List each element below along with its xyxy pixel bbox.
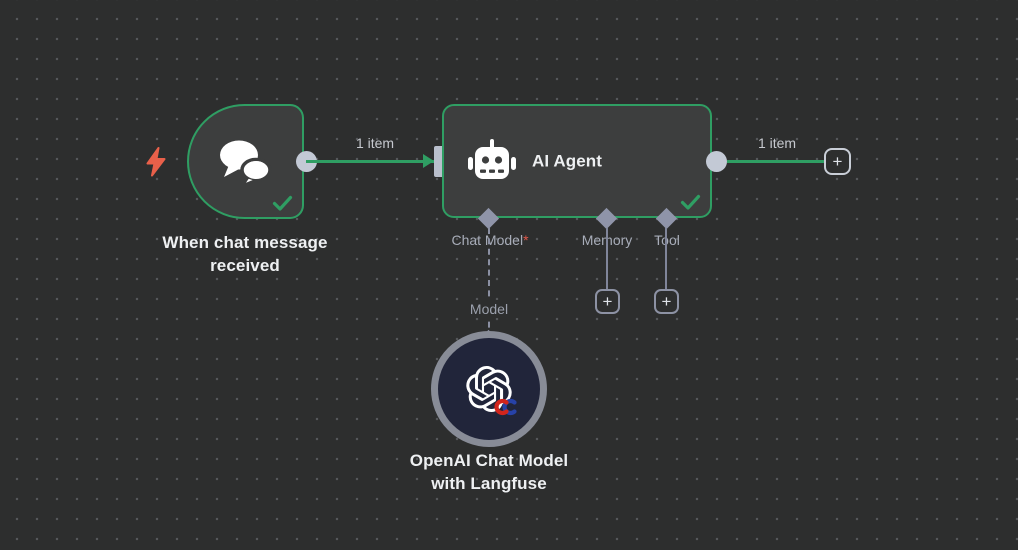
success-check-icon	[272, 195, 293, 211]
chat-bubbles-icon	[220, 140, 272, 188]
connection-arrowhead-icon	[423, 154, 434, 168]
tool-connection-stub	[665, 228, 667, 290]
connection-items-count: 1 item	[355, 135, 395, 151]
model-node-label: OpenAI Chat Model with Langfuse	[369, 449, 609, 495]
output-items-count: 1 item	[757, 135, 797, 151]
langfuse-icon	[494, 398, 517, 416]
agent-node-title: AI Agent	[532, 151, 603, 171]
success-check-icon	[680, 194, 701, 210]
connection-chat-model-dashed[interactable]	[488, 228, 490, 338]
connection-agent-output[interactable]	[727, 160, 825, 163]
trigger-bolt-icon	[146, 147, 166, 177]
sub-input-label-tool: Tool	[654, 232, 680, 248]
openai-chat-model-node[interactable]	[431, 331, 547, 447]
connection-model-label: Model	[459, 300, 519, 318]
add-next-node-button[interactable]: +	[824, 148, 851, 175]
trigger-node-label: When chat message received	[162, 233, 328, 275]
add-tool-button[interactable]: +	[654, 289, 679, 314]
robot-icon	[468, 139, 516, 179]
ai-agent-node[interactable]: AI Agent	[442, 104, 712, 218]
trigger-node-when-chat-message-received[interactable]	[187, 104, 304, 219]
required-asterisk: *	[523, 232, 529, 248]
model-node-label-line2: with Langfuse	[431, 474, 547, 493]
connection-trigger-to-agent[interactable]	[306, 160, 434, 163]
memory-connection-stub	[606, 228, 608, 290]
sub-input-label-chat-model: Chat Model*	[430, 232, 550, 248]
add-memory-button[interactable]: +	[595, 289, 620, 314]
sub-input-label-text: Chat Model	[451, 232, 524, 248]
agent-output-connector[interactable]	[706, 151, 727, 172]
model-node-label-line1: OpenAI Chat Model	[409, 451, 569, 470]
